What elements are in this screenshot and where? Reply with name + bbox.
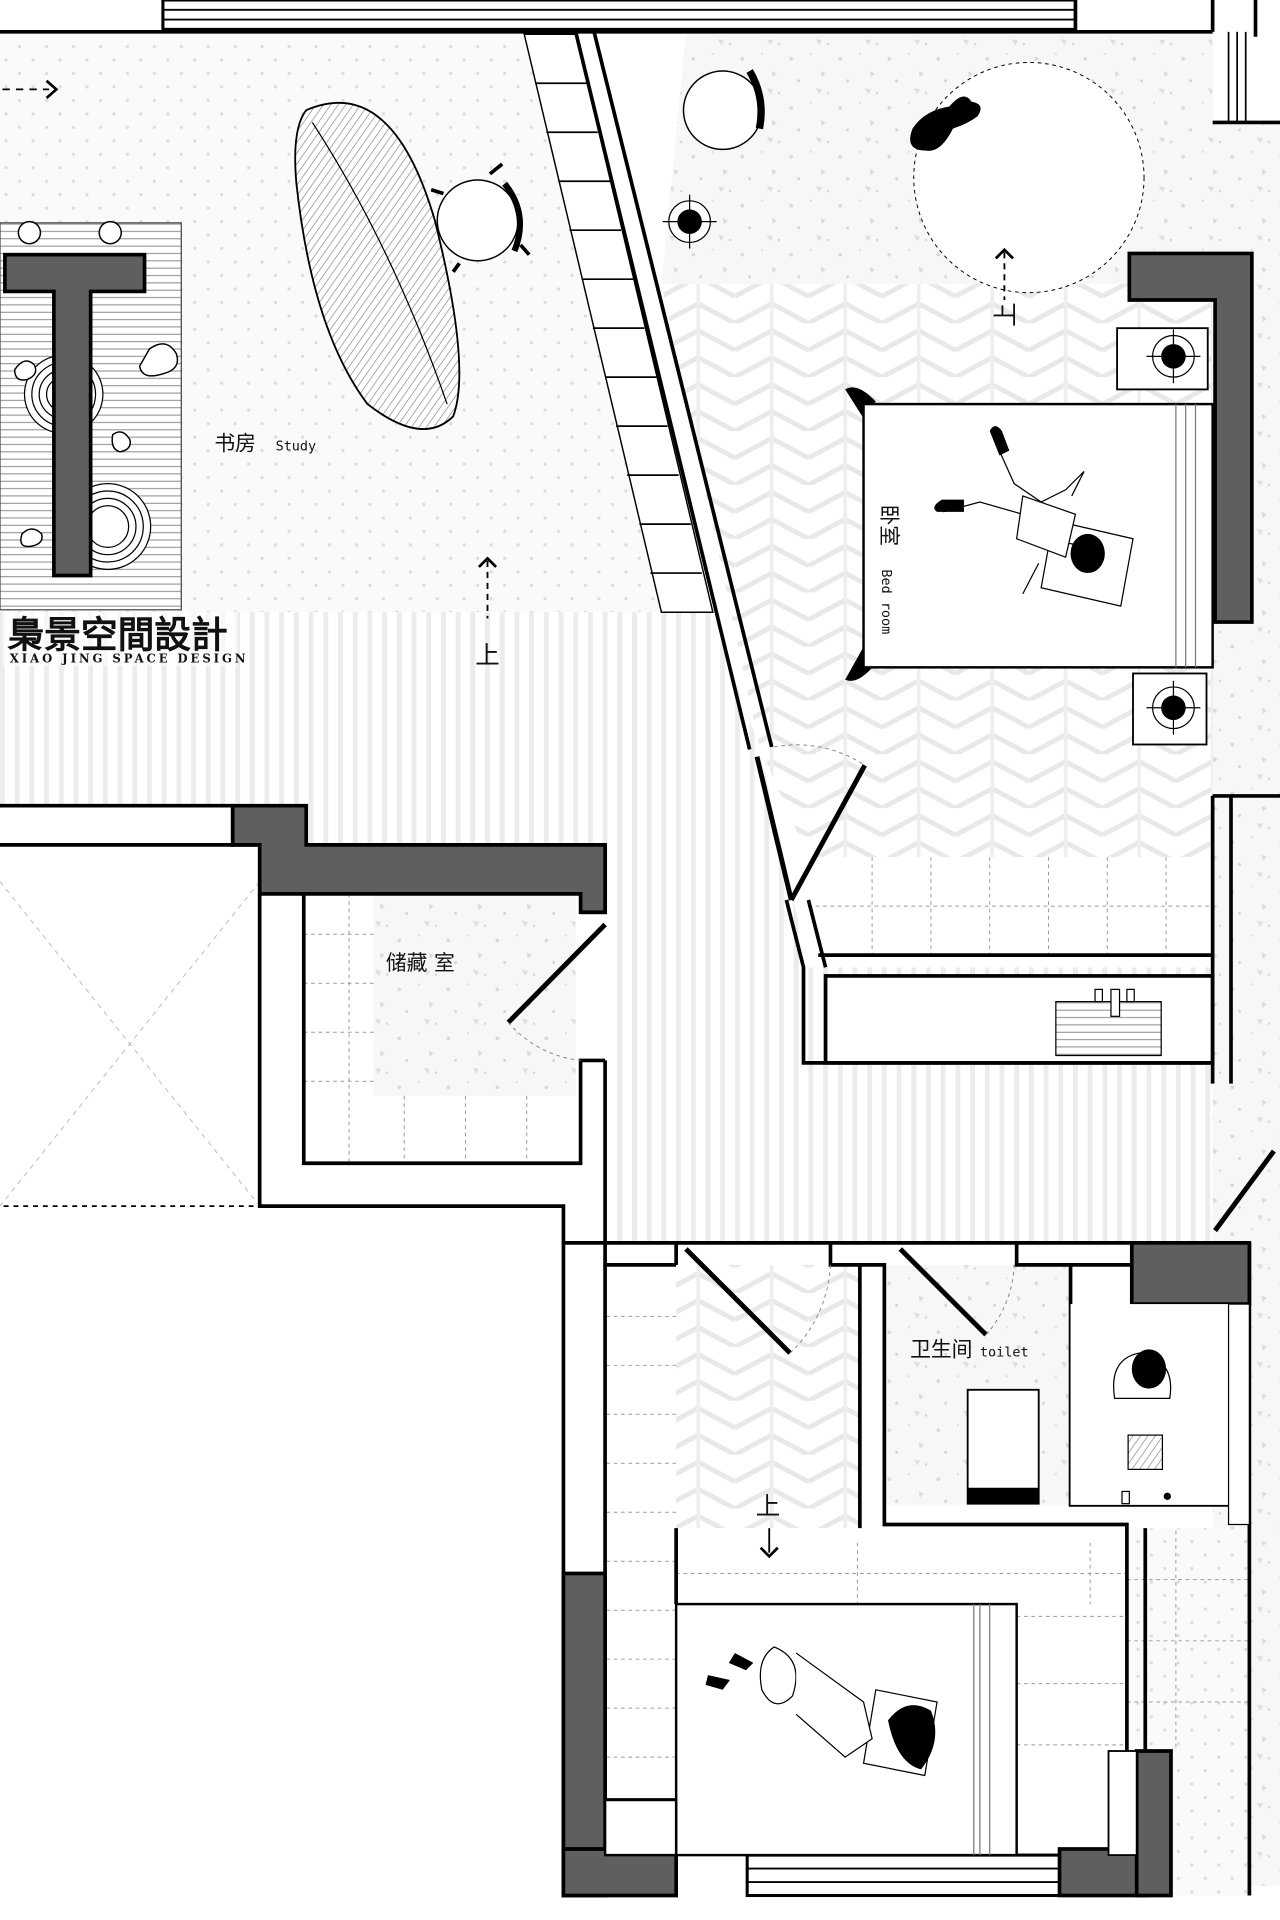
study-chair — [430, 162, 531, 273]
bedroom-label-cn: 卧室 — [877, 504, 901, 546]
lower-bedroom-up-label: 上 — [756, 1492, 781, 1521]
corridor — [0, 612, 1213, 1243]
lower-bedroom-floor — [676, 1264, 860, 1529]
bedroom-tiled-floor — [808, 857, 1213, 956]
study-stair-strip — [523, 33, 714, 613]
lower-bed — [674, 1602, 1018, 1857]
storage-floor — [373, 893, 576, 1096]
brand-name-cn: 梟景空間設計 — [6, 614, 227, 657]
structural-columns — [230, 251, 1254, 1898]
brand-name-en: XIAO JING SPACE DESIGN — [10, 651, 249, 665]
study-label-cn: 书房 — [214, 432, 256, 456]
leaf-lounge-chair — [294, 101, 461, 430]
storage-label: 储藏 室 — [386, 951, 455, 975]
sink-counter — [1055, 988, 1162, 1057]
lower-bedroom-down-arrow[interactable] — [759, 1528, 779, 1559]
wall-lamps — [662, 194, 1209, 746]
brand-logo: 梟景空間設計 XIAO JING SPACE DESIGN — [2, 612, 249, 667]
right-windows — [603, 1303, 1250, 1857]
bedroom-label-en: Bed room — [878, 569, 894, 634]
toilet-fixtures — [966, 1304, 1229, 1505]
study-up-arrow[interactable] — [477, 556, 498, 619]
bedroom-up-arrow[interactable] — [994, 247, 1014, 300]
study-desk-garden — [0, 220, 182, 611]
study-up-label: 上 — [475, 641, 500, 670]
bedroom-lounge — [682, 61, 1145, 294]
study-label-en: Study — [276, 439, 317, 455]
main-bed — [845, 387, 1214, 681]
toilet-label-cn: 卫生间 — [910, 1338, 972, 1362]
toilet-label-en: toilet — [980, 1345, 1029, 1361]
entry-arrow[interactable] — [2, 79, 59, 99]
bedroom-up-label: 上 — [991, 302, 1020, 326]
doors — [506, 744, 1276, 1355]
